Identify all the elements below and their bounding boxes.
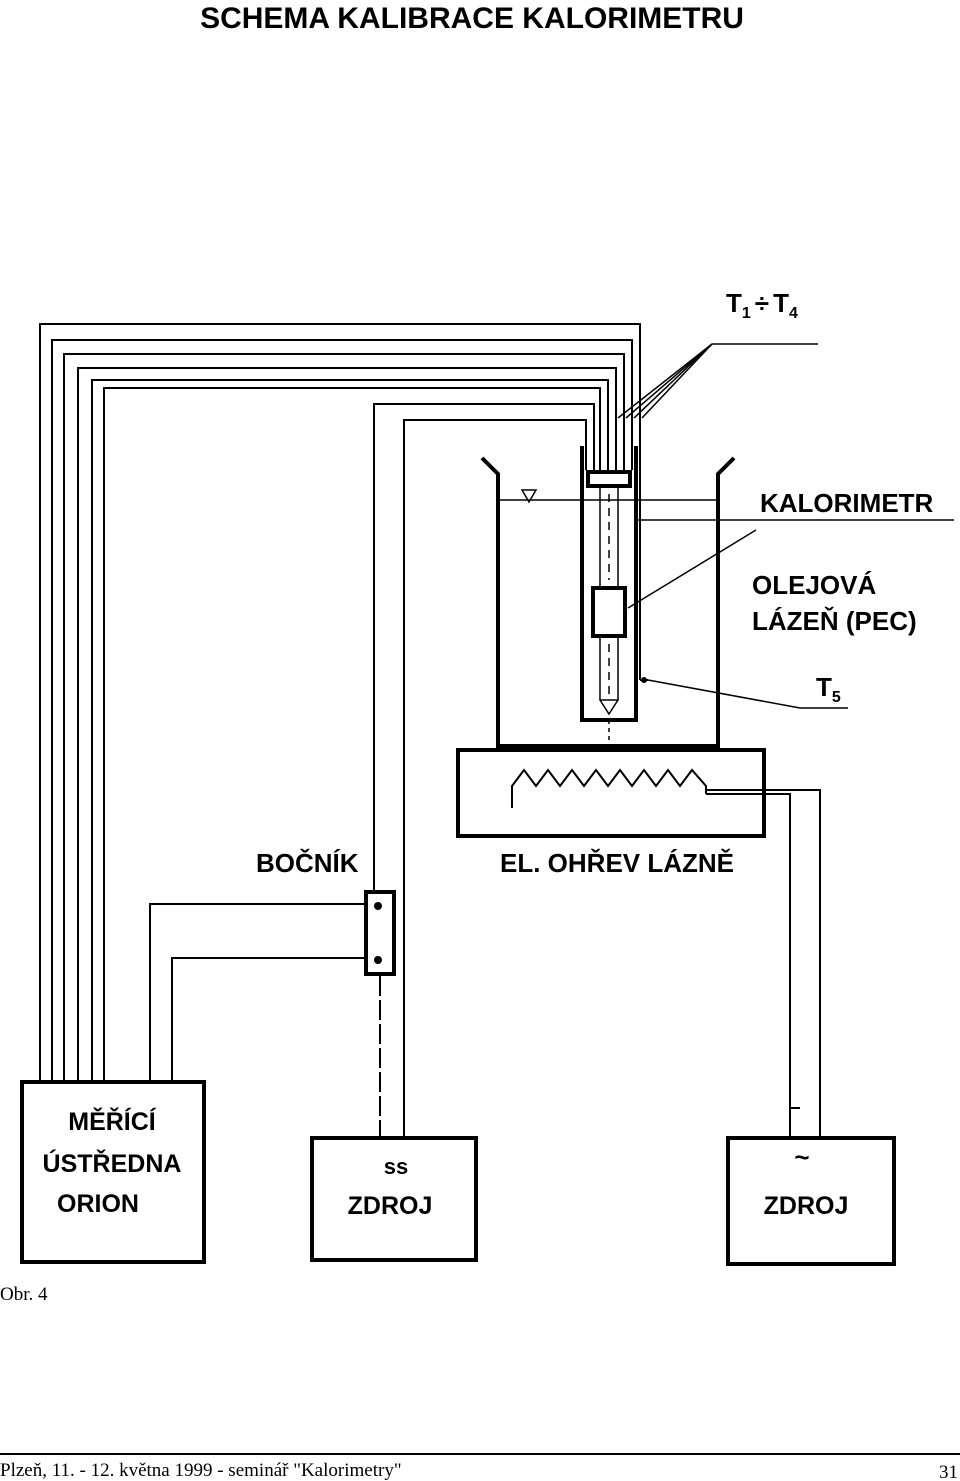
shunt-resistor bbox=[364, 890, 396, 976]
el-ohrev-label: EL. OHŘEV LÁZNĚ bbox=[500, 848, 734, 878]
ss-zdroj-line1: ss bbox=[384, 1154, 408, 1179]
figure-caption: Obr. 4 bbox=[0, 1284, 48, 1305]
bocnik-label: BOČNÍK bbox=[256, 848, 359, 878]
thermocouple-wires bbox=[39, 323, 641, 1080]
orion-box bbox=[20, 1080, 206, 1264]
kalorimetr-label: KALORIMETR bbox=[760, 488, 934, 518]
dc-circuit-wires bbox=[373, 403, 595, 1136]
ss-zdroj-box bbox=[310, 1136, 478, 1262]
t1-t4-label: T1÷T4 bbox=[726, 288, 798, 322]
calorimeter-tube bbox=[580, 446, 638, 740]
ac-zdroj-symbol: ~ bbox=[794, 1142, 809, 1172]
t5-sensor bbox=[641, 677, 647, 683]
footer-text: Plzeň, 11. - 12. května 1999 - seminář "… bbox=[0, 1460, 402, 1481]
olejova-leader bbox=[627, 529, 757, 609]
shunt-sense-wires bbox=[149, 903, 366, 1080]
diagram-title: SCHEMA KALIBRACE KALORIMETRU bbox=[200, 2, 744, 35]
oil-bath-vessel bbox=[480, 456, 736, 748]
orion-line1: MĚŘÍCÍ bbox=[68, 1106, 157, 1136]
orion-line2: ÚSTŘEDNA bbox=[43, 1148, 182, 1178]
ss-zdroj-line2: ZDROJ bbox=[348, 1192, 433, 1220]
t1-t4-leader bbox=[617, 343, 818, 419]
electric-heater bbox=[456, 748, 821, 1118]
orion-line3: ORION bbox=[57, 1190, 139, 1218]
t5-leader bbox=[647, 679, 848, 709]
page-number: 31 bbox=[939, 1462, 958, 1481]
t5-label: T5 bbox=[816, 672, 841, 706]
ac-zdroj-box bbox=[726, 1136, 896, 1266]
olejova-label-line2: LÁZEŇ (PEC) bbox=[752, 606, 917, 636]
ac-zdroj-line1: ZDROJ bbox=[764, 1192, 849, 1220]
olejova-label-line1: OLEJOVÁ bbox=[752, 570, 876, 600]
